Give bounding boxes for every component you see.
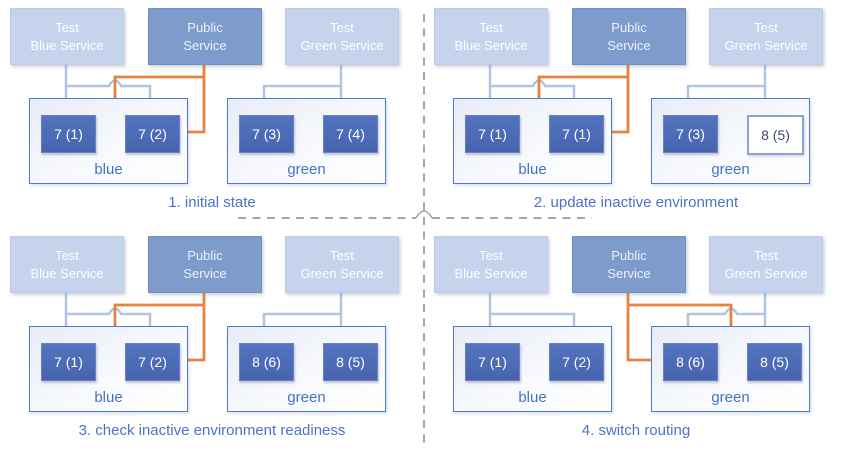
panel-caption: 4. switch routing [581, 422, 691, 439]
service-test-green: Test Green Service [285, 236, 399, 293]
public-route-line [188, 63, 206, 134]
service-label-line1: Test [754, 247, 778, 263]
service-label-line1: Test [330, 19, 354, 35]
environment-label: blue [94, 161, 123, 178]
service-label-line2: Green Service [724, 37, 808, 53]
service-label-line2: Service [183, 265, 227, 281]
panel-caption: 2. update inactive environment [533, 194, 739, 211]
public-route-line [612, 63, 630, 134]
pod: 8 (6) [663, 343, 718, 381]
panel-1: Test Blue Service Public Service Test Gr… [0, 0, 424, 228]
service-label-line2: Blue Service [454, 37, 528, 53]
pod: 8 (5) [747, 115, 804, 155]
service-label-line2: Blue Service [454, 265, 528, 281]
service-public: Public Service [148, 8, 262, 65]
pod: 7 (1) [41, 115, 96, 153]
pod: 7 (1) [41, 343, 96, 381]
service-label-line1: Test [479, 247, 503, 263]
pod: 7 (2) [125, 115, 180, 153]
environment-green: 7 (3) 8 (5) green [651, 98, 810, 184]
service-label-line2: Green Service [724, 265, 808, 281]
panel-caption: 3. check inactive environment readiness [78, 422, 346, 439]
service-label-line1: Test [330, 247, 354, 263]
service-label-line2: Blue Service [30, 37, 104, 53]
service-test-blue: Test Blue Service [10, 8, 124, 65]
environment-label: green [287, 161, 326, 178]
service-test-green: Test Green Service [709, 8, 823, 65]
pod: 8 (6) [239, 343, 294, 381]
panel-caption: 1. initial state [168, 194, 256, 211]
service-label-line1: Test [55, 19, 79, 35]
environment-blue: 7 (1) 7 (1) blue [453, 98, 612, 184]
service-label-line2: Service [607, 265, 651, 281]
service-label-line2: Service [607, 37, 651, 53]
service-label-line1: Public [611, 247, 647, 263]
service-test-green: Test Green Service [285, 8, 399, 65]
service-label-line1: Test [479, 19, 503, 35]
service-public: Public Service [148, 236, 262, 293]
public-route-line [626, 291, 651, 362]
pod: 7 (3) [239, 115, 294, 153]
service-label-line2: Green Service [300, 265, 384, 281]
service-label-line2: Green Service [300, 37, 384, 53]
environment-label: green [711, 161, 750, 178]
environment-green: 8 (6) 8 (5) green [227, 326, 386, 412]
service-public: Public Service [572, 236, 686, 293]
service-label-line1: Public [611, 19, 647, 35]
pod: 7 (1) [465, 115, 520, 153]
environment-label: blue [518, 161, 547, 178]
pod: 8 (5) [747, 343, 802, 381]
service-label-line2: Blue Service [30, 265, 104, 281]
pod: 7 (2) [125, 343, 180, 381]
service-public: Public Service [572, 8, 686, 65]
pod: 8 (5) [323, 343, 378, 381]
environment-label: blue [518, 389, 547, 406]
pod: 7 (3) [663, 115, 718, 153]
service-label-line1: Public [187, 247, 223, 263]
service-label-line1: Test [55, 247, 79, 263]
service-test-blue: Test Blue Service [434, 8, 548, 65]
service-test-blue: Test Blue Service [434, 236, 548, 293]
environment-label: green [711, 389, 750, 406]
environment-blue: 7 (1) 7 (2) blue [29, 326, 188, 412]
panel-4: Test Blue Service Public Service Test Gr… [424, 228, 848, 456]
panel-2: Test Blue Service Public Service Test Gr… [424, 0, 848, 228]
environment-blue: 7 (1) 7 (2) blue [29, 98, 188, 184]
environment-label: green [287, 389, 326, 406]
service-label-line1: Test [754, 19, 778, 35]
pod: 7 (1) [549, 115, 604, 153]
pod: 7 (1) [465, 343, 520, 381]
environment-green: 7 (3) 7 (4) green [227, 98, 386, 184]
service-label-line1: Public [187, 19, 223, 35]
pod: 7 (4) [323, 115, 378, 153]
service-test-blue: Test Blue Service [10, 236, 124, 293]
panel-3: Test Blue Service Public Service Test Gr… [0, 228, 424, 456]
environment-label: blue [94, 389, 123, 406]
pod: 7 (2) [549, 343, 604, 381]
service-label-line2: Service [183, 37, 227, 53]
service-test-green: Test Green Service [709, 236, 823, 293]
environment-green: 8 (6) 8 (5) green [651, 326, 810, 412]
environment-blue: 7 (1) 7 (2) blue [453, 326, 612, 412]
public-route-line [188, 291, 206, 362]
